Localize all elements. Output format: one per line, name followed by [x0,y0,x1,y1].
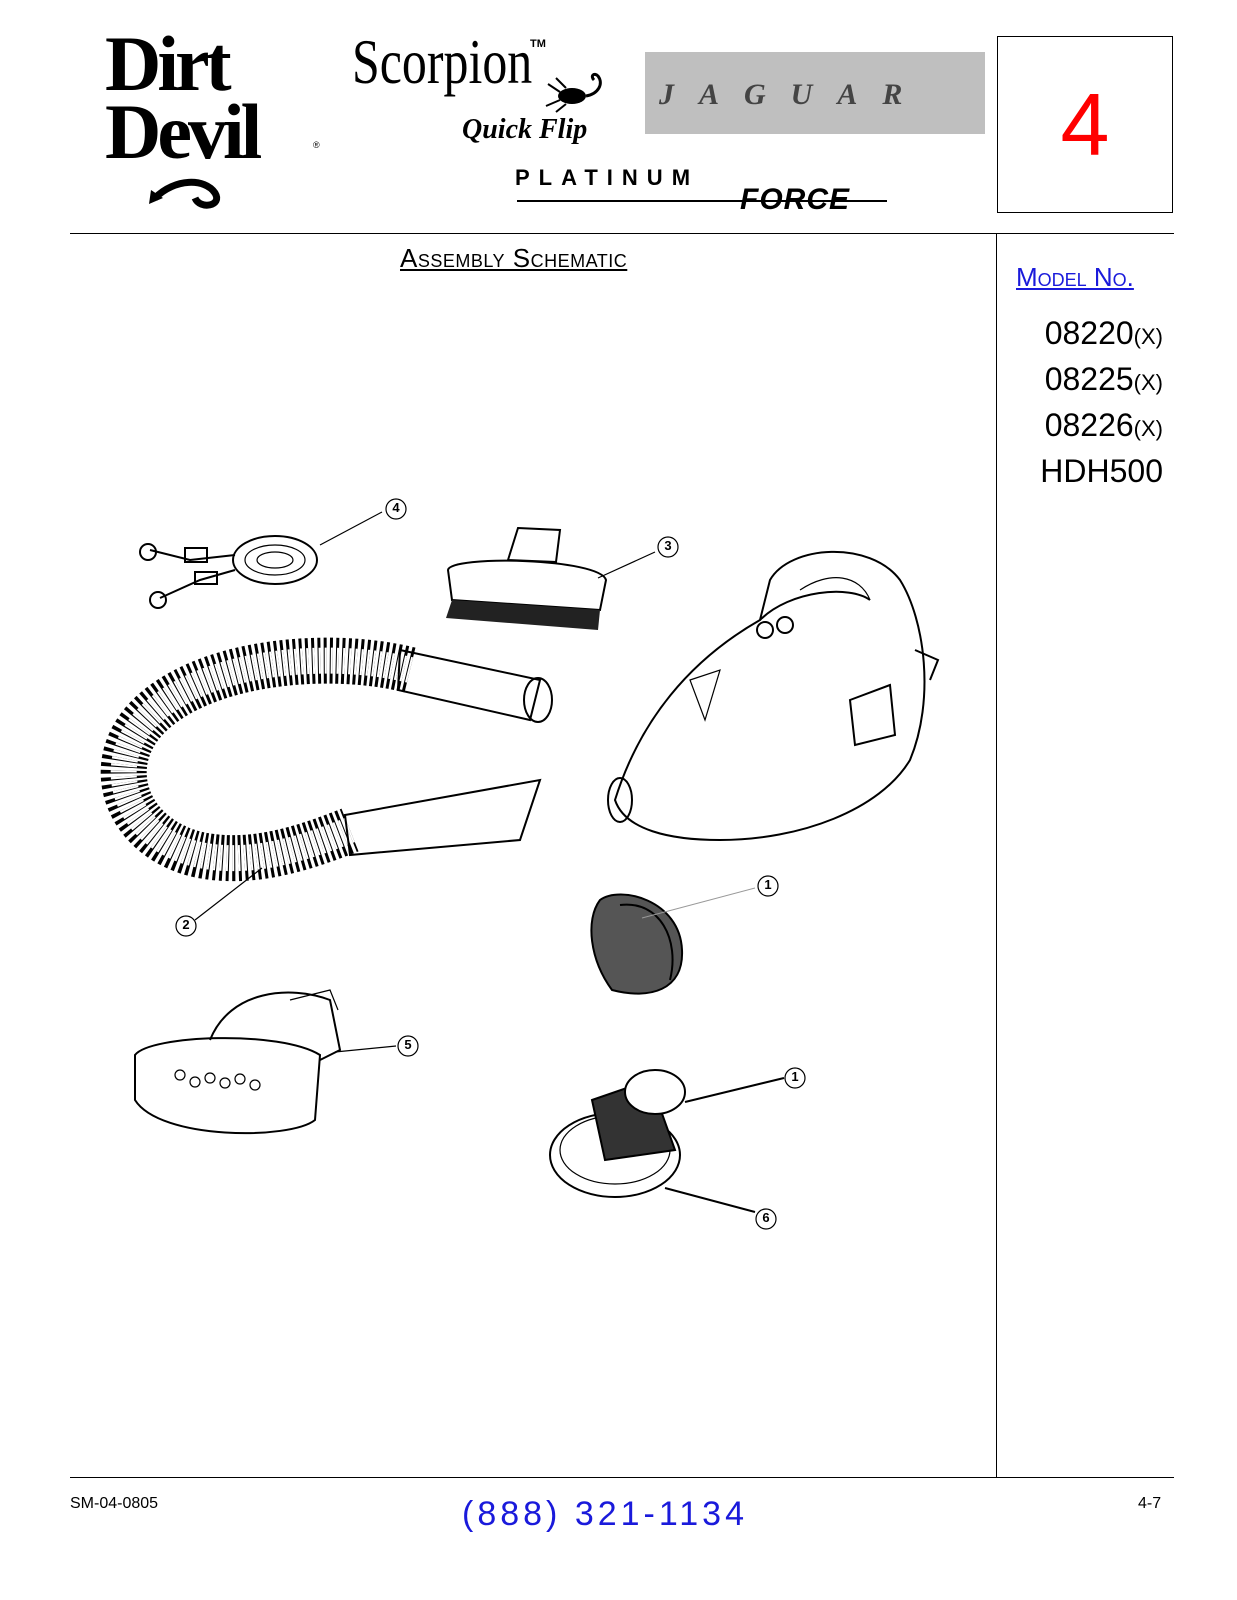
column-divider [996,233,997,1477]
leader-line [684,1077,785,1103]
callout-number: 5 [404,1037,412,1052]
trademark-mark: TM [530,38,546,50]
devil-tail-icon [149,178,221,209]
header-divider [70,233,1174,234]
scorpion-logo: Scorpion TM Quick Flip [352,30,622,160]
leader-line [641,887,756,919]
force-word: FORCE [740,183,850,216]
scorpion-logo-subtitle: Quick Flip [462,114,588,145]
turbo-brush-part [134,989,342,1135]
shoulder-strap-part [139,535,318,609]
dirt-devil-logo-line2: Devil [105,88,262,175]
model-suffix: (X) [1133,324,1163,349]
model-item: 08226(X) [1000,404,1163,450]
leader-line [319,511,383,546]
dirt-devil-logo-line1: Dirt [105,20,232,107]
model-number-header[interactable]: Model No. [1016,262,1134,292]
section-number: 4 [1060,74,1110,174]
dust-filter-part [590,893,684,995]
model-number: 08225 [1044,361,1134,397]
model-number-list: 08220(X) 08225(X) 08226(X) HDH500 [1000,312,1163,496]
section-number-box: 4 [997,36,1173,213]
callout-number: 1 [764,877,772,892]
scorpion-icon [545,72,602,113]
logo-underline [517,200,887,202]
handheld-vacuum-part [607,550,940,842]
model-number: 08220 [1044,315,1134,351]
callout-number: 4 [392,500,400,515]
extension-hose-part [100,637,553,882]
platinum-word: PLATINUM [515,165,700,190]
dirt-devil-logo: Dirt Devil ® [105,20,325,213]
model-number: 08226 [1044,407,1134,443]
model-suffix: (X) [1133,416,1163,441]
jaguar-logo-letters: JAGUAR [659,78,928,111]
jaguar-logo: JAGUAR [645,52,985,134]
model-item: 08225(X) [1000,358,1163,404]
callout-3: 3 [656,535,680,564]
callout-2: 2 [174,914,198,943]
page-number: 4-7 [1138,1495,1162,1512]
callout-5: 5 [396,1034,420,1063]
scorpion-logo-name: Scorpion [352,26,533,97]
platinum-force-logo: PLATINUM FORCE [515,165,895,216]
callout-number: 6 [762,1210,770,1225]
callout-1: 1 [756,874,780,903]
leader-line [597,551,656,579]
callout-number: 3 [664,538,672,553]
callout-4: 4 [384,497,408,526]
dusting-brush-part [446,526,608,630]
leader-line [334,1045,397,1053]
callout-6: 6 [754,1207,778,1236]
callout-1: 1 [783,1066,807,1095]
phone-number[interactable]: (888) 321-1134 [462,1495,748,1533]
model-number: HDH500 [1040,453,1163,489]
model-item: HDH500 [1000,450,1163,496]
model-item: 08220(X) [1000,312,1163,358]
callout-number: 1 [791,1069,799,1084]
model-suffix: (X) [1133,370,1163,395]
page-title: Assembly Schematic [400,243,628,273]
document-code: SM-04-0805 [70,1495,159,1512]
filter-cartridge-part [549,1069,686,1198]
footer-divider [70,1477,1174,1478]
callout-number: 2 [182,917,190,932]
leader-line [194,867,263,921]
leader-line [664,1187,756,1213]
registered-mark: ® [313,140,320,150]
